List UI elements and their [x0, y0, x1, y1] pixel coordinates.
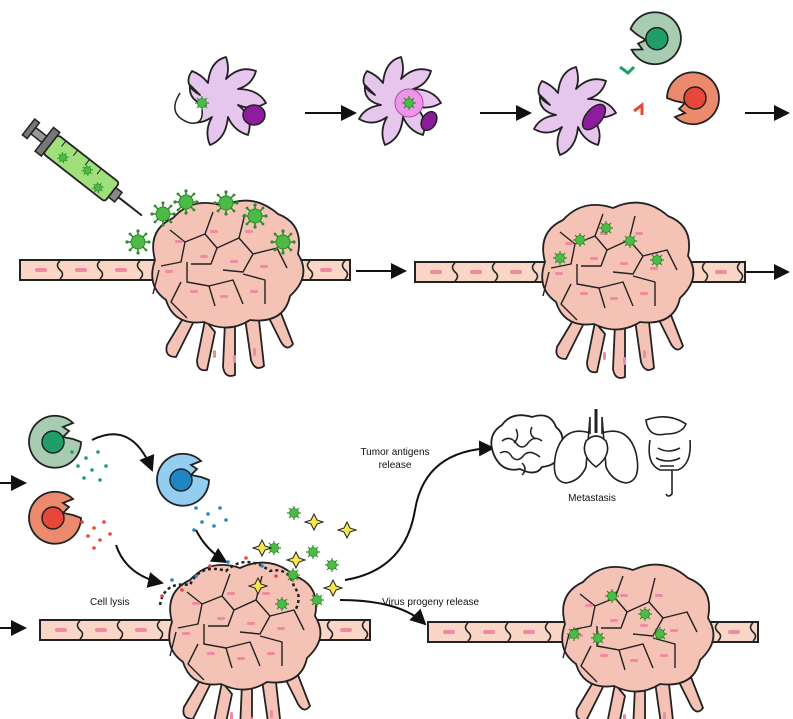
virus-progeny-release-label: Virus progeny release: [382, 597, 480, 608]
tumor-final: [561, 563, 715, 719]
arrow-antigen-release: [344, 440, 495, 581]
t-cell-green: [28, 414, 82, 469]
arrow-progeny-release: [339, 599, 427, 626]
syringe: [21, 118, 143, 217]
dendritic-cell-presentation: [533, 65, 644, 156]
intracellular-virus: [590, 630, 606, 646]
virus-particle: [269, 228, 297, 256]
tumor-antigens-release-label: Tumor antigens release: [360, 447, 430, 471]
virus-particle: [212, 189, 240, 217]
t-cell-red-top: [666, 71, 720, 126]
dendritic-cell-phagocytosis: [174, 56, 267, 146]
metastasis-label: Metastasis: [568, 493, 616, 504]
tumor-lysis: [168, 561, 322, 719]
cytokine-green: [70, 450, 108, 482]
brain-icon: [490, 414, 564, 476]
released-cytokines: [160, 556, 278, 598]
intracellular-virus: [566, 626, 582, 642]
cytokine-blue: [192, 506, 228, 532]
arrow-blue-to-tumor: [195, 529, 228, 564]
arrow-green-to-blue: [91, 433, 155, 472]
arrow-red-to-tumor: [115, 544, 164, 588]
cytokine-red: [80, 520, 112, 550]
intracellular-virus: [637, 606, 653, 622]
virus-particle: [172, 188, 200, 216]
t-cell-red: [28, 490, 82, 545]
tumor-initial: [151, 199, 305, 377]
intracellular-virus: [552, 250, 568, 266]
intracellular-virus: [598, 220, 614, 236]
intracellular-virus: [572, 232, 588, 248]
intracellular-virus: [604, 588, 620, 604]
lungs-heart-icon: [553, 409, 639, 484]
digestive-organs-icon: [645, 416, 692, 497]
t-cell-green-top: [620, 3, 690, 73]
cell-lysis-label: Cell lysis: [90, 597, 130, 608]
virus-particle: [149, 200, 177, 228]
t-cell-blue: [156, 452, 210, 507]
dendritic-cell-processing: [358, 56, 442, 146]
lysed-membrane: [158, 560, 300, 610]
intracellular-virus: [622, 233, 638, 249]
intracellular-virus: [649, 252, 665, 268]
intracellular-virus: [652, 626, 668, 642]
virus-particle: [241, 202, 269, 230]
tumor-infected: [541, 201, 695, 379]
virus-particle: [124, 228, 152, 256]
